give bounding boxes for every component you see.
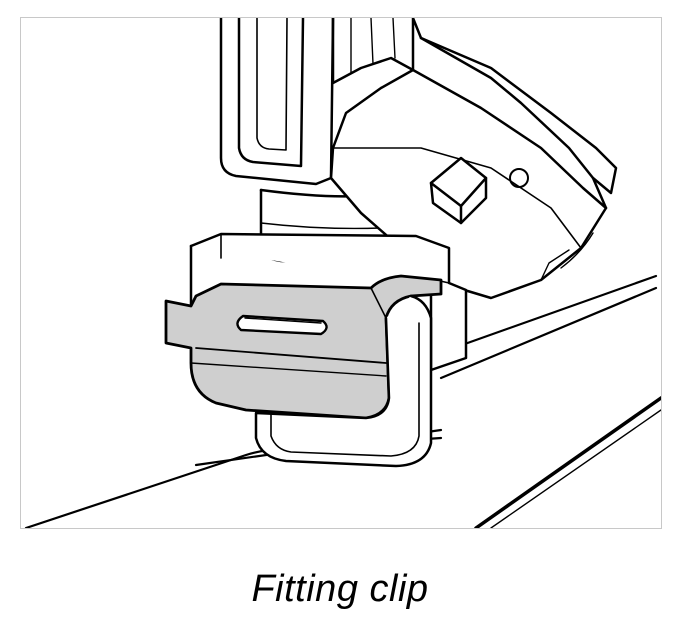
bracket-arm — [329, 18, 618, 300]
fitting-clip-illustration — [24, 18, 661, 528]
housing-body — [219, 18, 418, 186]
screw-hole — [509, 168, 529, 188]
housing-foot — [254, 294, 433, 468]
figure-caption: Fitting clip — [251, 568, 429, 610]
illustration-frame — [20, 17, 662, 529]
clip-slot — [236, 314, 328, 336]
